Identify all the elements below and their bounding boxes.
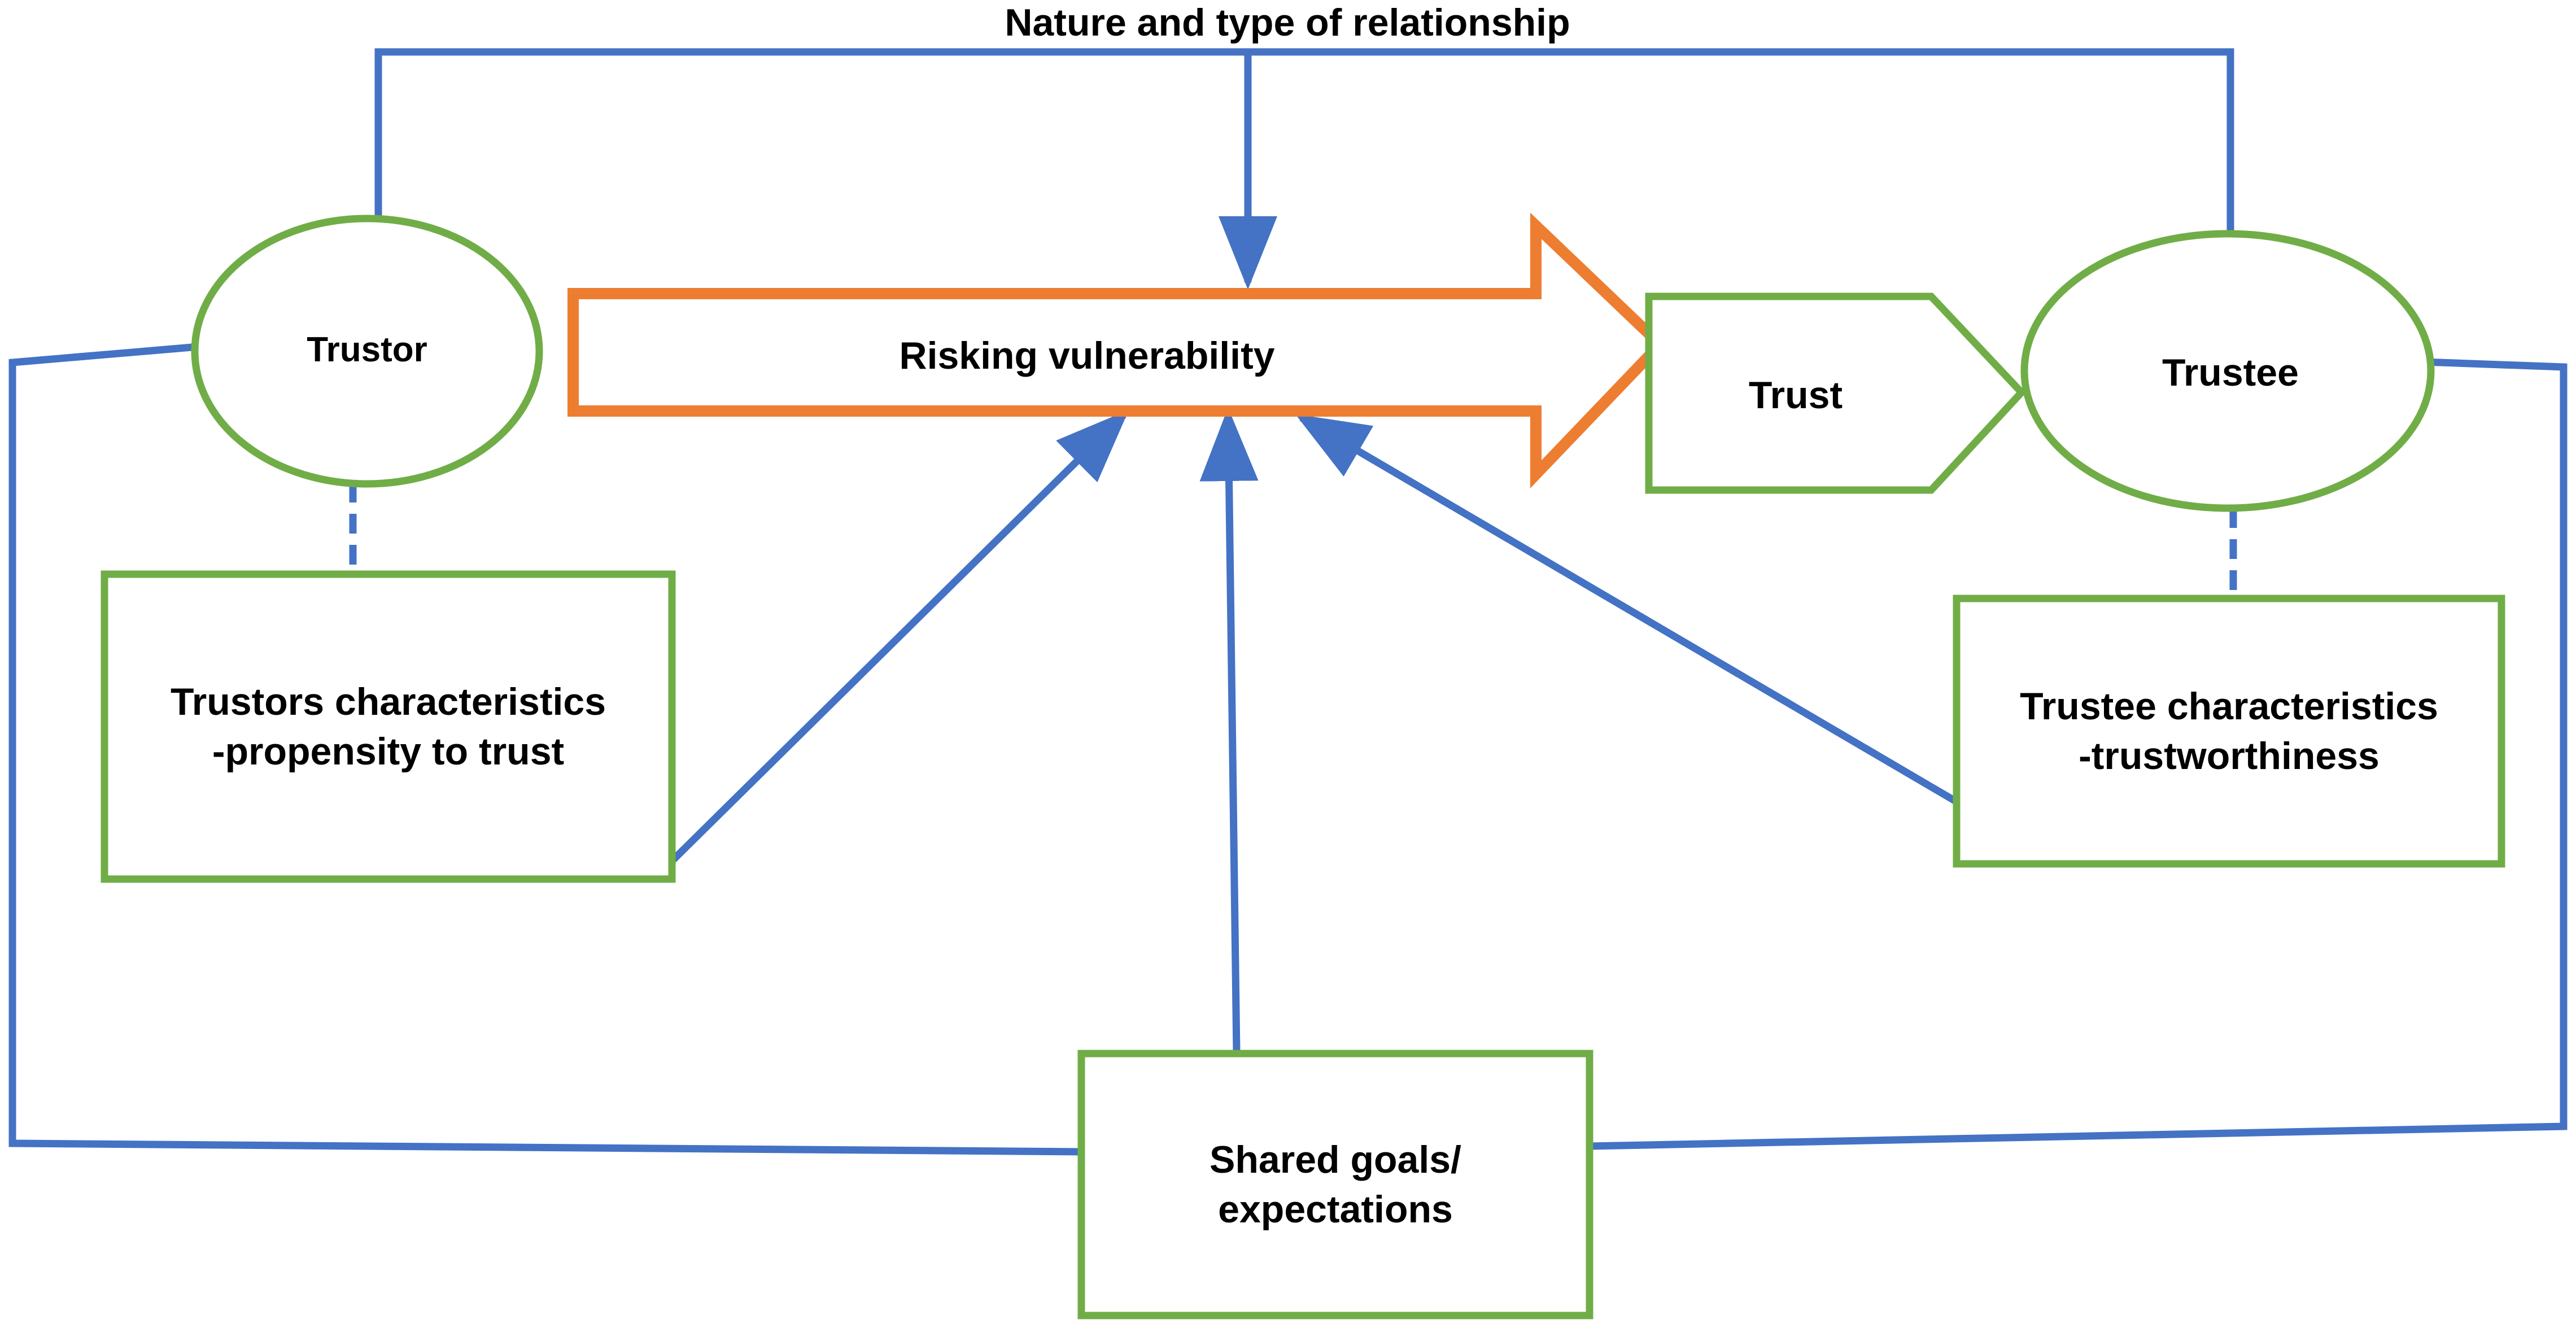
- vulnerability-label: Risking vulnerability: [899, 334, 1275, 377]
- shared-goals-line-1: Shared goals/: [1210, 1138, 1461, 1181]
- trustor-label: Trustor: [307, 330, 427, 369]
- trustee-label: Trustee: [2162, 351, 2299, 394]
- trustee-characteristics-arrow: [1295, 414, 1959, 805]
- trustor-node: [191, 215, 543, 488]
- trustee-shared-goals-connector: [1589, 357, 2568, 1150]
- trustor-shared-goals-connector: [8, 343, 1082, 1156]
- trustee-characteristics-line-2: -trustworthiness: [2079, 735, 2379, 777]
- trustee-node: [2020, 230, 2435, 512]
- trustee-characteristics-label: Trustee characteristics -trustworthiness: [1962, 604, 2496, 858]
- shared-goals-arrow: [1199, 408, 1259, 1054]
- trust-label: Trust: [1748, 373, 1843, 417]
- trust-node: [1645, 292, 2027, 494]
- shared-goals-label: Shared goals/ expectations: [1087, 1059, 1584, 1310]
- trustor-characteristics-line-1: Trustors characteristics: [170, 680, 606, 723]
- trustor-characteristics-label: Trustors characteristics -propensity to …: [110, 580, 666, 873]
- nodes: [101, 215, 2505, 1319]
- trustor-characteristics-arrow: [669, 409, 1129, 864]
- relationship-connector: [374, 48, 2234, 277]
- shared-goals-line-2: expectations: [1218, 1188, 1453, 1231]
- trustor-characteristics-line-2: -propensity to trust: [212, 730, 565, 773]
- trustee-characteristics-box: [1953, 595, 2505, 868]
- risking-vulnerability-arrow: [567, 212, 1669, 488]
- connector-lines: [8, 48, 2568, 1156]
- trustee-characteristics-line-1: Trustee characteristics: [2020, 684, 2438, 728]
- shared-goals-box: [1077, 1050, 1593, 1319]
- relationship-label: Nature and type of relationship: [1005, 1, 1570, 44]
- trustor-characteristics-box: [101, 570, 676, 883]
